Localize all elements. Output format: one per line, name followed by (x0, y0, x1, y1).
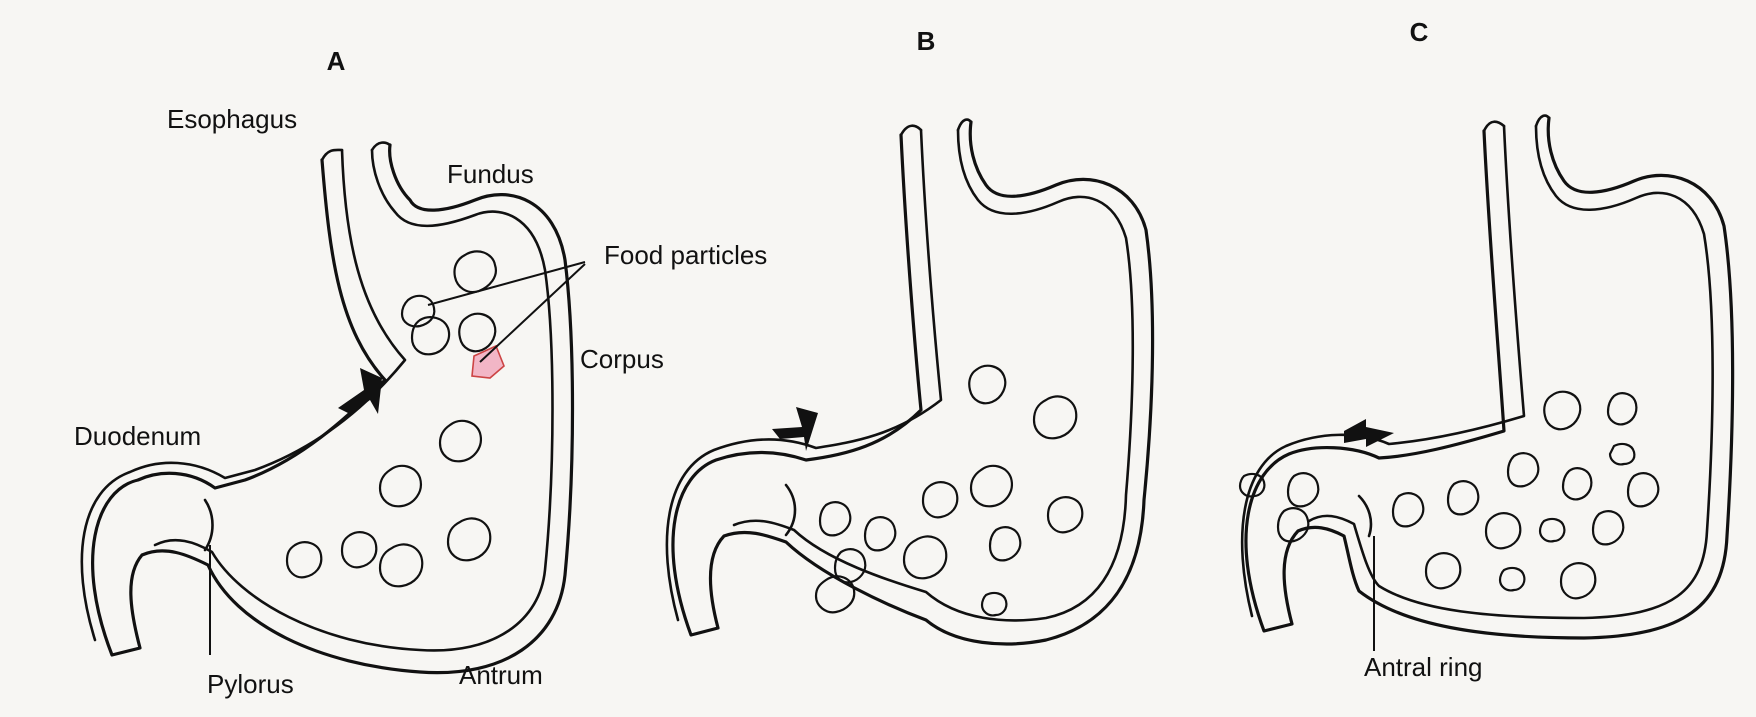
panel-a: A Esophagus F (74, 46, 767, 699)
stomach-c-wall (1244, 116, 1735, 640)
contraction-arrow-a (338, 368, 382, 414)
food-particles-leader (427, 261, 586, 363)
highlighted-food-particle (471, 344, 505, 379)
label-esophagus: Esophagus (167, 104, 297, 134)
panel-c: C Antral ring (1238, 17, 1735, 682)
panel-b: B (665, 26, 1155, 646)
label-fundus: Fundus (447, 159, 534, 189)
label-food-particles: Food particles (604, 240, 767, 270)
contraction-arrow-b (772, 407, 818, 451)
label-antral-ring: Antral ring (1364, 652, 1483, 682)
stomach-a-lumen (80, 148, 554, 652)
stomach-b-lumen (665, 128, 1135, 622)
contraction-arrow-c (1344, 419, 1394, 447)
stomach-c-lumen (1240, 124, 1714, 620)
pylorus-a-constriction (203, 498, 214, 552)
panel-b-letter: B (917, 26, 936, 56)
esophagus-c-edge (1482, 114, 1551, 133)
esophagus-b-edge (899, 118, 973, 137)
stomach-a-wall (91, 143, 575, 675)
esophagus-a-edge (320, 141, 392, 162)
label-duodenum: Duodenum (74, 421, 201, 451)
panel-a-letter: A (327, 46, 346, 76)
stomach-b-wall (671, 120, 1155, 646)
food-particles-b (814, 364, 1084, 617)
label-corpus: Corpus (580, 344, 664, 374)
stomach-a (80, 141, 575, 675)
label-antrum: Antrum (459, 660, 543, 690)
stomach-c (1240, 114, 1735, 640)
food-particles-c (1238, 390, 1660, 600)
pylorus-b-constriction (784, 483, 797, 537)
food-particles-a (285, 250, 505, 588)
stomach-b (665, 118, 1155, 646)
panel-c-letter: C (1410, 17, 1429, 47)
antral-ring-constriction (1357, 494, 1373, 538)
label-pylorus: Pylorus (207, 669, 294, 699)
